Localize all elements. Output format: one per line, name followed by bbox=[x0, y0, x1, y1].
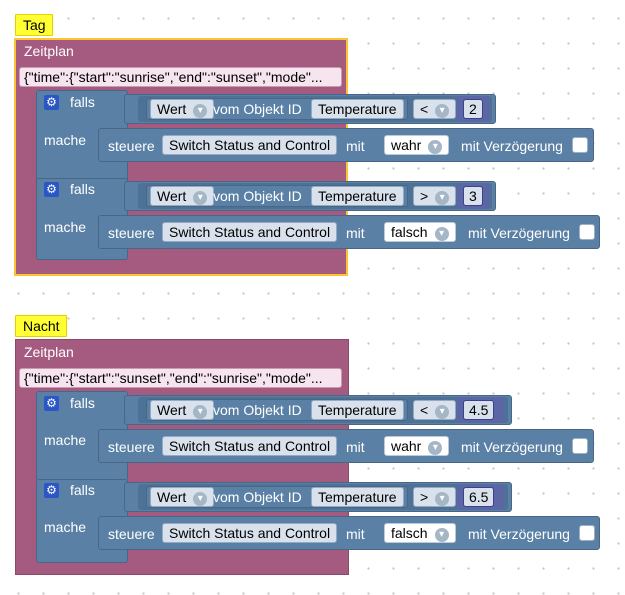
object-label: vom Objekt ID bbox=[213, 188, 302, 204]
object-id-field[interactable]: Temperature bbox=[311, 487, 404, 507]
schedule-title-text: Zeitplan bbox=[24, 43, 74, 59]
gear-icon[interactable]: ⚙ bbox=[44, 182, 59, 197]
control-label: steuere bbox=[108, 439, 155, 455]
value-type-dropdown[interactable]: Wert bbox=[150, 400, 215, 420]
set-value-dropdown[interactable]: wahr bbox=[384, 135, 450, 155]
with-label: mit bbox=[346, 526, 365, 542]
value-type-dropdown[interactable]: Wert bbox=[150, 99, 215, 119]
delay-label: mit Verzögerung bbox=[461, 439, 563, 455]
target-field[interactable]: Switch Status and Control bbox=[162, 523, 338, 543]
schedule-title-nacht: Zeitplan bbox=[24, 343, 74, 361]
operator-dropdown[interactable]: > bbox=[413, 487, 457, 507]
if-label: falls bbox=[70, 395, 95, 411]
then-label: mache bbox=[44, 132, 87, 148]
object-label: vom Objekt ID bbox=[213, 402, 302, 418]
if-label: falls bbox=[70, 181, 95, 197]
target-field[interactable]: Switch Status and Control bbox=[162, 135, 338, 155]
object-id-field[interactable]: Temperature bbox=[311, 400, 404, 420]
threshold-field[interactable]: 6.5 bbox=[463, 487, 495, 507]
object-label: vom Objekt ID bbox=[213, 489, 302, 505]
delay-label: mit Verzögerung bbox=[468, 225, 570, 241]
gear-icon[interactable]: ⚙ bbox=[44, 483, 59, 498]
then-label: mache bbox=[44, 432, 87, 448]
with-label: mit bbox=[346, 138, 365, 154]
gear-icon[interactable]: ⚙ bbox=[44, 396, 59, 411]
control-label: steuere bbox=[108, 138, 155, 154]
schedule-title-tag: Zeitplan bbox=[24, 42, 74, 60]
control-label: steuere bbox=[108, 225, 155, 241]
target-field[interactable]: Switch Status and Control bbox=[162, 436, 338, 456]
checkbox-icon[interactable] bbox=[572, 137, 588, 153]
checkbox-icon[interactable] bbox=[579, 224, 595, 240]
threshold-field[interactable]: 3 bbox=[463, 186, 483, 206]
set-value-dropdown[interactable]: falsch bbox=[384, 222, 456, 242]
value-type-dropdown[interactable]: Wert bbox=[150, 186, 215, 206]
threshold-field[interactable]: 4.5 bbox=[463, 400, 495, 420]
if-label: falls bbox=[70, 94, 95, 110]
target-field[interactable]: Switch Status and Control bbox=[162, 222, 338, 242]
then-label: mache bbox=[44, 519, 87, 535]
value-type-dropdown[interactable]: Wert bbox=[150, 487, 215, 507]
operator-dropdown[interactable]: < bbox=[413, 400, 457, 420]
schedule-title-text: Zeitplan bbox=[24, 344, 74, 360]
with-label: mit bbox=[346, 439, 365, 455]
control-label: steuere bbox=[108, 526, 155, 542]
with-label: mit bbox=[346, 225, 365, 241]
threshold-field[interactable]: 2 bbox=[463, 99, 483, 119]
schedule-config-field-nacht[interactable]: {"time":{"start":"sunset","end":"sunrise… bbox=[19, 368, 342, 388]
set-value-dropdown[interactable]: falsch bbox=[384, 523, 456, 543]
operator-dropdown[interactable]: < bbox=[413, 99, 457, 119]
object-id-field[interactable]: Temperature bbox=[311, 99, 404, 119]
checkbox-icon[interactable] bbox=[579, 525, 595, 541]
block-label-nacht[interactable]: Nacht bbox=[15, 315, 67, 337]
object-label: vom Objekt ID bbox=[213, 101, 302, 117]
delay-label: mit Verzögerung bbox=[468, 526, 570, 542]
gear-icon[interactable]: ⚙ bbox=[44, 95, 59, 110]
if-label: falls bbox=[70, 482, 95, 498]
schedule-config-field-tag[interactable]: {"time":{"start":"sunrise","end":"sunset… bbox=[19, 67, 342, 87]
object-id-field[interactable]: Temperature bbox=[311, 186, 404, 206]
set-value-dropdown[interactable]: wahr bbox=[384, 436, 450, 456]
checkbox-icon[interactable] bbox=[572, 438, 588, 454]
operator-dropdown[interactable]: > bbox=[413, 186, 457, 206]
then-label: mache bbox=[44, 219, 87, 235]
block-label-tag[interactable]: Tag bbox=[15, 14, 53, 36]
delay-label: mit Verzögerung bbox=[461, 138, 563, 154]
